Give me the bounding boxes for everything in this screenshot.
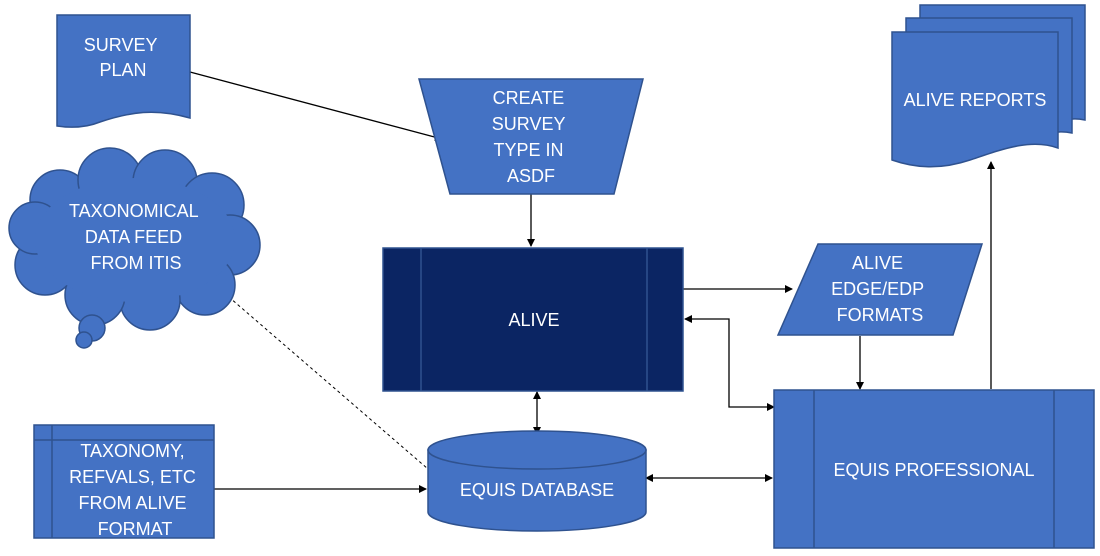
survey-plan-node[interactable]: SURVEY PLAN	[56, 14, 191, 128]
equis-professional-shape	[773, 389, 1095, 549]
alive-formats-shape	[776, 243, 984, 336]
equis-professional-label: EQUIS PROFESSIONAL	[833, 460, 1034, 480]
alive-formats-label-line: EDGE/EDP	[831, 279, 924, 299]
svg-text:TAXONOMICAL DATA FEED: TAXONOMICAL DATA FEED FROM ITIS	[69, 201, 203, 273]
create-survey-label-line: ASDF	[507, 166, 555, 186]
connectors	[189, 71, 995, 493]
equis-database-label: EQUIS DATABASE	[460, 480, 614, 500]
taxonomy-label-line: FROM ALIVE	[78, 493, 186, 513]
taxonomy-label-line: TAXONOMY,	[80, 441, 184, 461]
taxonomy-label-line: FORMAT	[98, 519, 173, 539]
taxonomy-refvals-shape	[33, 424, 215, 539]
survey-plan-label-line: PLAN	[99, 60, 146, 80]
itis-label-line: TAXONOMICAL	[69, 201, 199, 221]
create-survey-label-line: SURVEY	[492, 114, 566, 134]
alive-label: ALIVE	[508, 310, 559, 330]
connector-survey-plan-to-create-survey	[189, 71, 443, 142]
connector-equis-professional-to-alive	[684, 315, 775, 411]
create-survey-label-line: CREATE	[493, 88, 565, 108]
svg-text:ALIVE EDGE/EDP FOR: ALIVE EDGE/EDP FORMATS	[831, 253, 929, 325]
taxonomy-refvals-node[interactable]: TAXONOMY, REFVALS, ETC FROM ALIVE FORMAT	[33, 424, 215, 539]
equis-database-top	[427, 430, 647, 470]
equis-database-shape	[427, 449, 647, 532]
alive-reports-shape	[891, 4, 1086, 168]
svg-text:TAXONOMY, REFVALS, ETC: TAXONOMY, REFVALS, ETC FROM ALIVE FORMAT	[69, 441, 201, 539]
cloud-shape	[8, 147, 261, 349]
create-survey-type-node[interactable]: CREATE SURVEY TYPE IN ASDF	[418, 78, 644, 195]
alive-reports-label: ALIVE REPORTS	[904, 90, 1047, 110]
alive-formats-node[interactable]: ALIVE EDGE/EDP FORMATS	[776, 243, 984, 336]
alive-formats-label-line: FORMATS	[837, 305, 924, 325]
equis-professional-node[interactable]: EQUIS PROFESSIONAL	[773, 389, 1095, 549]
alive-node[interactable]: ALIVE	[382, 247, 684, 392]
alive-shape	[382, 247, 684, 392]
svg-text:CREATE SURVEY TYPE: CREATE SURVEY TYPE IN ASDF	[492, 88, 570, 186]
alive-formats-label-line: ALIVE	[852, 253, 903, 273]
create-survey-label-line: TYPE IN	[493, 140, 563, 160]
survey-plan-shape	[56, 14, 191, 128]
survey-plan-label-line: SURVEY	[84, 35, 158, 55]
create-survey-type-shape	[418, 78, 644, 195]
svg-text:SURVEY PLAN: SURVEY PLAN	[84, 35, 162, 80]
itis-label-line: DATA FEED	[85, 227, 182, 247]
alive-reports-node[interactable]: ALIVE REPORTS	[891, 4, 1086, 168]
equis-database-node[interactable]: EQUIS DATABASE	[427, 430, 647, 532]
connector-itis-to-equis-database	[214, 284, 429, 470]
taxonomical-feed-node[interactable]: TAXONOMICAL DATA FEED FROM ITIS	[8, 147, 261, 349]
taxonomy-label-line: REFVALS, ETC	[69, 467, 196, 487]
itis-label-line: FROM ITIS	[91, 253, 182, 273]
